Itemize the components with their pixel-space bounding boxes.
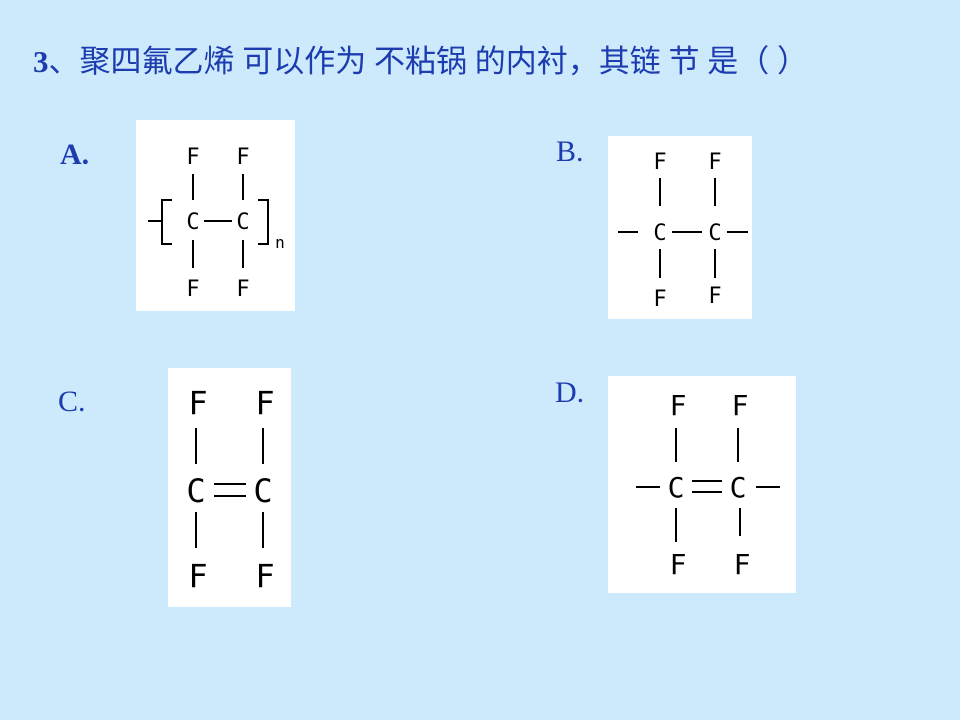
atom-c-left: C	[186, 472, 205, 510]
atom-f-bottom-right: F	[255, 557, 274, 595]
atom-f-top-right: F	[708, 150, 721, 175]
option-c-structure: F F C C F F	[168, 368, 291, 607]
option-a-structure-drawing: F F C C n F F	[148, 145, 285, 302]
atom-f-bottom-right: F	[236, 277, 249, 302]
atom-c-right: C	[730, 471, 747, 504]
atom-c-left: C	[668, 471, 685, 504]
atom-c-left: C	[653, 221, 666, 246]
atom-f-bottom-left: F	[186, 277, 199, 302]
atom-f-bottom-left: F	[188, 557, 207, 595]
atom-f-top-left: F	[670, 389, 687, 422]
option-b-structure: F F C C F F	[608, 136, 752, 319]
atom-f-top-left: F	[653, 150, 666, 175]
atom-f-bottom-right: F	[708, 284, 721, 309]
right-bracket	[258, 199, 269, 245]
option-a-label: A.	[60, 138, 90, 171]
option-d-structure-drawing: F F C C F F	[636, 389, 780, 581]
atom-c-left: C	[186, 210, 199, 235]
atom-c-right: C	[708, 221, 721, 246]
atom-f-top-left: F	[186, 145, 199, 170]
option-b-structure-drawing: F F C C F F	[618, 150, 748, 312]
option-d-label: D.	[555, 376, 585, 409]
question-title: 3、聚四氟乙烯 可以作为 不粘锅 的内衬，其链 节 是（ ）	[33, 42, 958, 82]
option-c-structure-drawing: F F C C F F	[186, 384, 274, 595]
atom-f-bottom-left: F	[653, 287, 666, 312]
atom-f-bottom-right: F	[734, 548, 751, 581]
option-b-label: B.	[556, 135, 584, 168]
left-bracket	[161, 199, 172, 245]
question-number: 3	[33, 44, 49, 79]
option-a-structure: F F C C n F F	[136, 120, 295, 311]
option-d-structure: F F C C F F	[608, 376, 796, 593]
atom-f-top-right: F	[255, 384, 274, 422]
atom-c-right: C	[253, 472, 272, 510]
subscript-n: n	[275, 233, 285, 252]
atom-f-top-right: F	[236, 145, 249, 170]
atom-f-bottom-left: F	[670, 548, 687, 581]
atom-f-top-left: F	[188, 384, 207, 422]
option-c-label: C.	[58, 385, 86, 418]
atom-f-top-right: F	[732, 389, 749, 422]
question-text: 、聚四氟乙烯 可以作为 不粘锅 的内衬，其链 节 是（ ）	[48, 44, 809, 79]
atom-c-right: C	[236, 210, 249, 235]
